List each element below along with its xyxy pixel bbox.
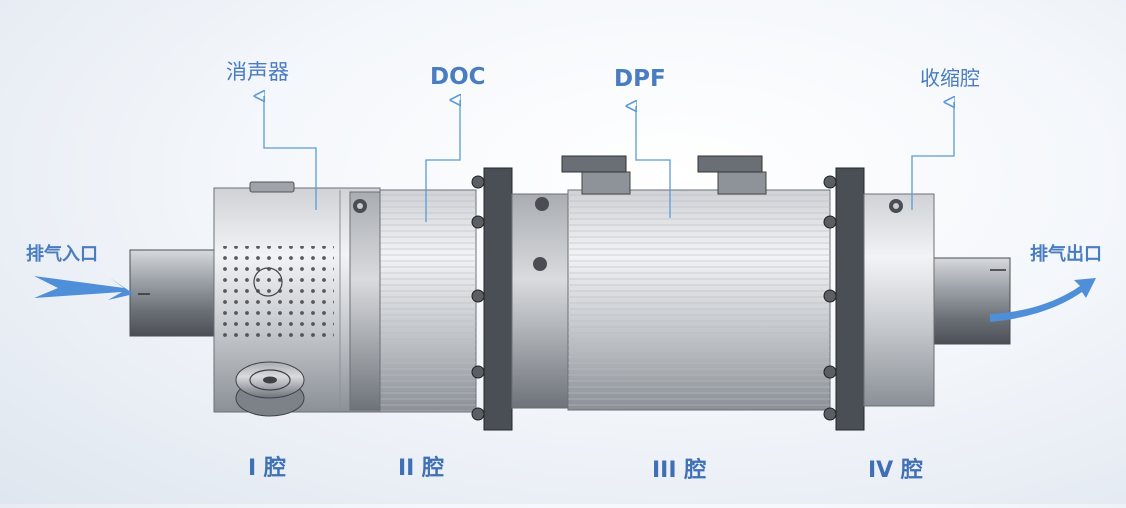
dpf-section xyxy=(511,155,831,411)
label-cavity-2: II 腔 xyxy=(398,456,445,481)
muffler-bottom-port xyxy=(235,361,305,417)
flange-doc-dpf xyxy=(471,167,513,431)
contraction-chamber xyxy=(863,193,935,407)
label-dpf: DPF xyxy=(614,66,666,92)
label-cavity-1: I 腔 xyxy=(248,456,286,481)
outlet-pipe xyxy=(929,257,1011,345)
leader-muffler xyxy=(264,96,317,210)
label-cavity-4: IV 腔 xyxy=(868,458,923,483)
leader-dpf xyxy=(636,106,671,218)
label-contraction: 收缩腔 xyxy=(920,66,980,90)
leader-lines xyxy=(264,96,954,222)
label-cavity-3: III 腔 xyxy=(652,458,707,483)
label-inlet: 排气入口 xyxy=(26,244,98,265)
doc-section xyxy=(349,189,477,413)
leader-contraction xyxy=(911,102,954,210)
flange-dpf-contraction xyxy=(823,167,865,431)
inlet-flow-arrow xyxy=(34,276,134,300)
outlet-flow-arrow xyxy=(990,278,1096,322)
label-muffler: 消声器 xyxy=(226,60,289,84)
leader-doc xyxy=(425,100,460,222)
inlet-pipe xyxy=(129,249,223,337)
label-outlet: 排气出口 xyxy=(1030,244,1102,265)
label-doc: DOC xyxy=(430,64,486,90)
